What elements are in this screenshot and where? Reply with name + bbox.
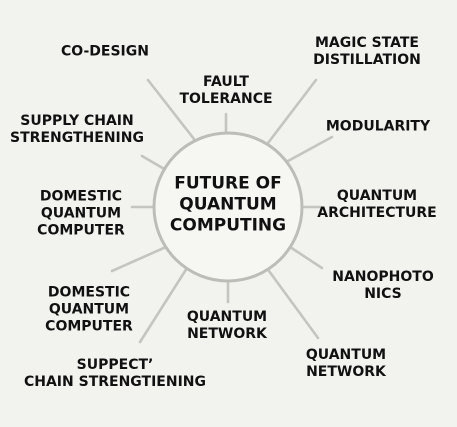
node-quantum-architecture: QUANTUM ARCHITECTURE: [317, 188, 437, 221]
node-nanophotonics: NANOPHOTO NICS: [332, 269, 434, 302]
node-quantum-network-right: QUANTUM NETWORK: [305, 347, 387, 380]
spoke-nanophotonics: [288, 245, 324, 270]
node-supply-chain-strengthening: SUPPLY CHAIN STRENGTHENING: [10, 113, 144, 146]
node-domestic-quantum-computer-upper: DOMESTIC QUANTUM COMPUTER: [37, 188, 125, 239]
node-quantum-network-center: QUANTUM NETWORK: [186, 309, 268, 342]
spoke-supply-chain: [140, 154, 168, 172]
center-title: FUTURE OF QUANTUM COMPUTING: [169, 173, 287, 236]
spokes: [110, 78, 334, 344]
node-modularity: MODULARITY: [325, 118, 431, 135]
spoke-suppecty-chain: [138, 266, 189, 344]
node-fault-tolerance: FAULT TOLERANCE: [179, 74, 273, 107]
node-suppecty-chain-strengtiening: SUPPECT’ CHAIN STRENGTIENING: [23, 357, 207, 390]
spoke-magic-state-distillation: [266, 78, 318, 145]
spoke-co-design: [146, 78, 196, 141]
node-co-design: CO-DESIGN: [61, 43, 149, 60]
spoke-domestic-lower: [110, 245, 168, 273]
node-magic-state-distillation: MAGIC STATE DISTILLATION: [313, 35, 421, 68]
spoke-modularity: [286, 135, 334, 163]
node-domestic-quantum-computer-lower: DOMESTIC QUANTUM COMPUTER: [45, 284, 133, 335]
spoke-quantum-network-right: [267, 269, 320, 340]
center-hub-circle: [152, 131, 304, 283]
